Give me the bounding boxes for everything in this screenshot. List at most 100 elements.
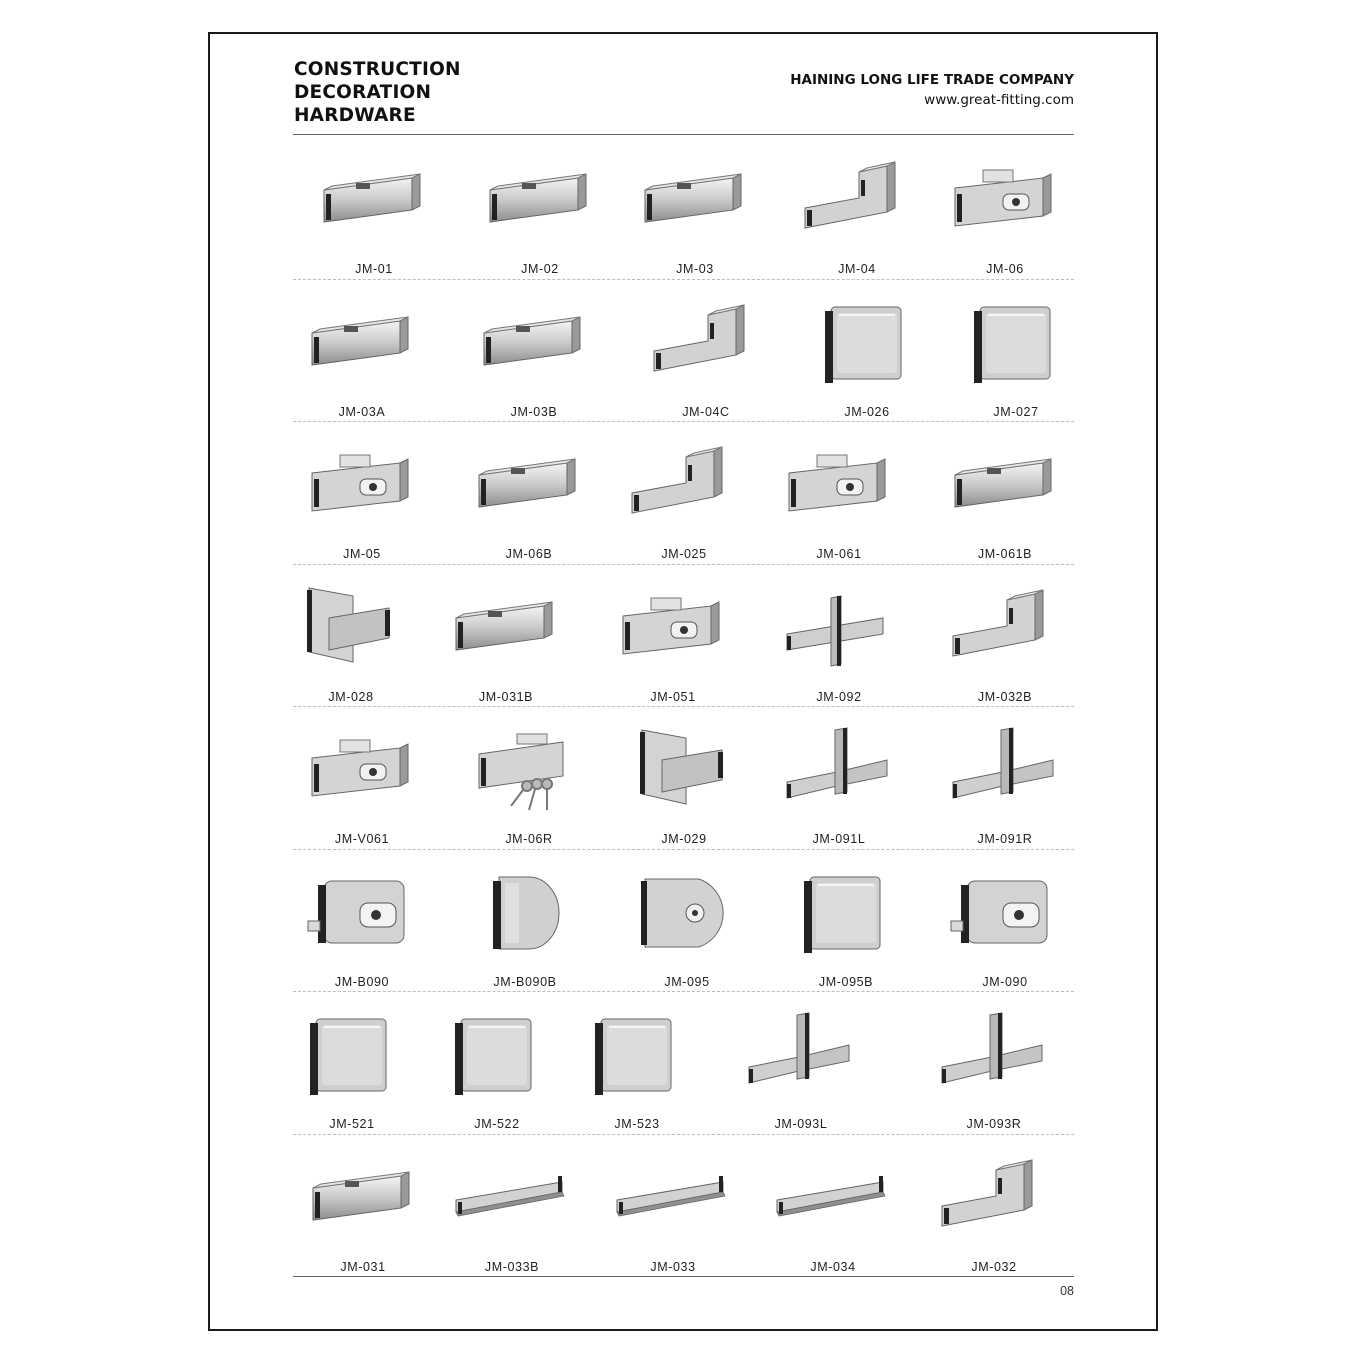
l-patch-fitting-icon <box>932 1148 1056 1248</box>
l-patch-fitting-icon <box>943 578 1067 678</box>
product-item: JM-027 <box>936 281 1096 421</box>
product-item: JM-061 <box>759 423 919 563</box>
door-lock-icon <box>300 863 424 963</box>
product-code: JM-051 <box>650 689 696 704</box>
patch-fitting-icon <box>300 293 424 393</box>
product-item: JM-091L <box>759 708 919 848</box>
product-code: JM-05 <box>343 547 381 561</box>
product-code: JM-06B <box>505 547 553 561</box>
catalog-title: CONSTRUCTION DECORATION HARDWARE <box>294 58 461 127</box>
three-way-connector-icon <box>932 1005 1056 1105</box>
l-patch-fitting-icon <box>622 435 746 535</box>
product-code: JM-06 <box>986 262 1024 276</box>
product-item: JM-095B <box>766 851 926 991</box>
three-way-connector-icon <box>739 1005 863 1105</box>
long-rail-icon <box>771 1148 895 1248</box>
catalog-title-line: CONSTRUCTION <box>294 59 461 80</box>
lock-with-keys-icon <box>467 720 591 820</box>
product-item: JM-093L <box>721 993 881 1133</box>
product-item: JM-521 <box>272 993 432 1133</box>
product-code: JM-032B <box>977 689 1033 704</box>
product-item: JM-04 <box>777 138 937 278</box>
half-round-clamp-icon <box>463 863 587 963</box>
round-door-lock-icon <box>625 863 749 963</box>
product-item: JM-034 <box>753 1136 913 1276</box>
square-clamp-icon <box>435 1005 559 1105</box>
product-item: JM-033 <box>593 1136 753 1276</box>
product-code: JM-032 <box>971 1259 1017 1274</box>
row-divider <box>293 278 1074 280</box>
product-item: JM-028 <box>271 566 431 706</box>
product-code: JM-093L <box>774 1117 828 1131</box>
l-patch-fitting-icon <box>795 150 919 250</box>
patch-fitting-icon <box>472 293 596 393</box>
product-item: JM-06B <box>449 423 609 563</box>
row-divider <box>293 991 1074 992</box>
row-divider <box>293 1133 1074 1135</box>
square-clamp-icon <box>575 1005 699 1105</box>
product-row: JM-03A JM-03B JM-04C JM-026 JM-027 <box>293 281 1074 424</box>
row-divider <box>293 1276 1074 1277</box>
product-code: JM-03 <box>676 262 714 276</box>
product-item: JM-061B <box>925 423 1085 563</box>
long-rail-icon <box>611 1148 735 1248</box>
product-code: JM-090 <box>982 974 1028 989</box>
product-code: JM-01 <box>355 262 393 276</box>
product-code: JM-091L <box>812 832 866 846</box>
product-grid: JM-01 JM-02 JM-03 JM-04 JM-06 JM-03A <box>293 138 1074 1278</box>
product-item: JM-026 <box>787 281 947 421</box>
product-code: JM-095B <box>818 974 874 989</box>
product-item: JM-029 <box>604 708 764 848</box>
product-item: JM-02 <box>460 138 620 278</box>
catalog-title-line: HARDWARE <box>294 105 416 126</box>
door-lock-icon <box>943 863 1067 963</box>
product-code: JM-095 <box>664 974 710 989</box>
product-item: JM-06 <box>925 138 1085 278</box>
product-item: JM-06R <box>449 708 609 848</box>
product-item: JM-090 <box>925 851 1085 991</box>
square-clamp-icon <box>290 1005 414 1105</box>
product-item: JM-051 <box>593 566 753 706</box>
patch-fitting-icon <box>444 578 568 678</box>
product-code: JM-04 <box>838 262 876 276</box>
product-row: JM-521 JM-522 JM-523 JM-093L JM-093R <box>293 993 1074 1136</box>
corner-connector-icon <box>622 720 746 820</box>
product-item: JM-092 <box>759 566 919 706</box>
long-rail-icon <box>450 1148 574 1248</box>
product-code: JM-523 <box>614 1117 660 1131</box>
patch-fitting-icon <box>943 435 1067 535</box>
product-item: JM-01 <box>294 138 454 278</box>
page-frame <box>208 32 1158 1331</box>
product-item: JM-522 <box>417 993 577 1133</box>
product-code: JM-033B <box>484 1259 540 1274</box>
product-item: JM-032B <box>925 566 1085 706</box>
product-row: JM-B090 JM-B090B JM-095 JM-095B JM-090 <box>293 851 1074 994</box>
product-item: JM-B090 <box>282 851 442 991</box>
l-patch-fitting-icon <box>644 293 768 393</box>
product-item: JM-03B <box>454 281 614 421</box>
product-code: JM-522 <box>474 1117 520 1131</box>
product-code: JM-026 <box>844 404 890 419</box>
cross-connector-icon <box>777 578 901 678</box>
product-code: JM-B090 <box>334 974 390 989</box>
product-code: JM-031B <box>478 689 534 704</box>
company-website: www.great-fitting.com <box>924 92 1074 108</box>
three-way-connector-icon <box>943 720 1067 820</box>
product-code: JM-03A <box>338 404 386 419</box>
product-item: JM-V061 <box>282 708 442 848</box>
lock-patch-icon <box>777 435 901 535</box>
product-item: JM-025 <box>604 423 764 563</box>
header-divider <box>293 134 1074 135</box>
lock-patch-icon <box>611 578 735 678</box>
page-number: 08 <box>1060 1284 1074 1298</box>
patch-fitting-icon <box>312 150 436 250</box>
product-code: JM-521 <box>329 1117 375 1131</box>
page-header: CONSTRUCTION DECORATION HARDWARE HAINING… <box>293 56 1074 136</box>
product-code: JM-06R <box>505 832 553 846</box>
product-row: JM-V061 JM-06R JM-029 JM-091L JM-091R <box>293 708 1074 851</box>
lock-patch-icon <box>943 150 1067 250</box>
product-item: JM-03A <box>282 281 442 421</box>
product-item: JM-095 <box>607 851 767 991</box>
patch-fitting-icon <box>478 150 602 250</box>
product-item: JM-031 <box>283 1136 443 1276</box>
